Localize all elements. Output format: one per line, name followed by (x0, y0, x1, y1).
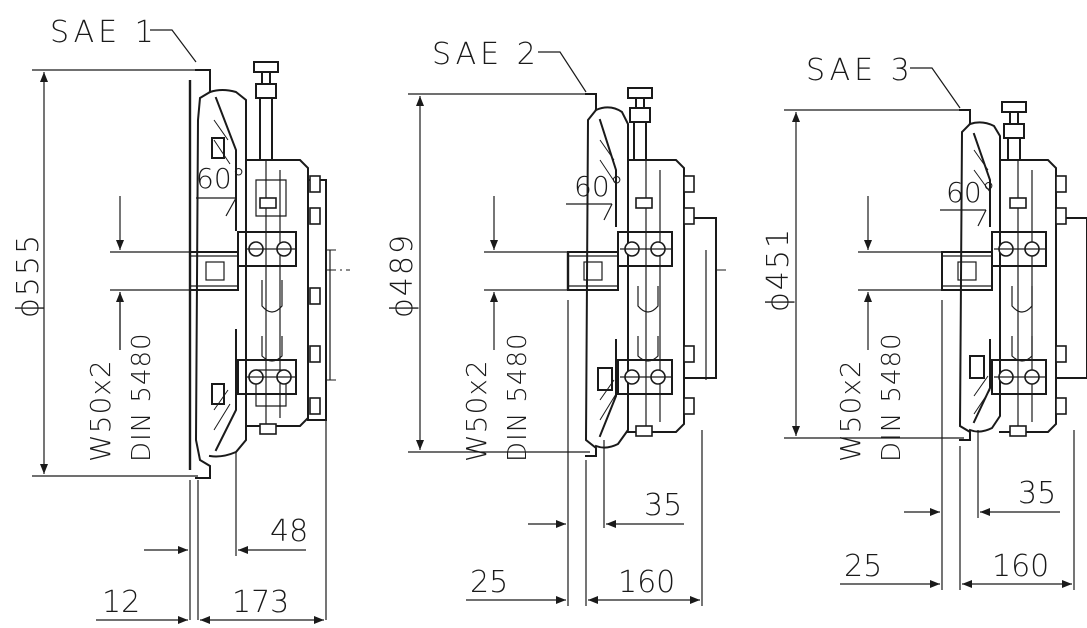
standard-label: DIN 5480 (877, 332, 907, 462)
spline-label: W50x2 (460, 359, 493, 462)
housing-body (566, 87, 730, 457)
dim-a-label: 12 (102, 585, 140, 620)
diameter-label: ϕ451 (761, 227, 796, 312)
spline-label: W50x2 (84, 359, 117, 462)
sae-label: SAE 2 (432, 37, 540, 72)
angle-label: 60° (574, 170, 624, 203)
standard-label: DIN 5480 (127, 332, 157, 462)
view-sae-3: SAE 3 ϕ451 W50x2 DIN 5480 (761, 53, 1087, 590)
dim-a-label: 25 (844, 549, 882, 584)
sae-label: SAE 1 (50, 15, 158, 50)
view-sae-1: SAE 1 ϕ555 W50x2 DIN 5480 (11, 15, 350, 624)
diameter-label: ϕ555 (11, 233, 46, 318)
sae-label: SAE 3 (806, 53, 914, 88)
spline-label: W50x2 (834, 359, 867, 462)
dim-c-label: 35 (644, 488, 682, 523)
sae-leader (910, 67, 961, 109)
dim-a-label: 25 (470, 565, 508, 600)
angle-label: 60° (196, 162, 246, 195)
dim-b-label: 173 (232, 585, 289, 620)
dim-b-label: 160 (618, 565, 675, 600)
housing-body (188, 61, 350, 479)
angle-label: 60° (946, 176, 996, 209)
sae-leader (150, 29, 197, 63)
sae-leader (538, 51, 587, 93)
standard-label: DIN 5480 (503, 332, 533, 462)
dim-c-label: 48 (270, 514, 308, 549)
dim-b-label: 160 (992, 549, 1049, 584)
dim-c-label: 35 (1018, 476, 1056, 511)
view-sae-2: SAE 2 ϕ489 W50x2 DIN 5480 (385, 37, 730, 606)
housing-body (941, 101, 1087, 441)
diameter-label: ϕ489 (385, 233, 420, 318)
